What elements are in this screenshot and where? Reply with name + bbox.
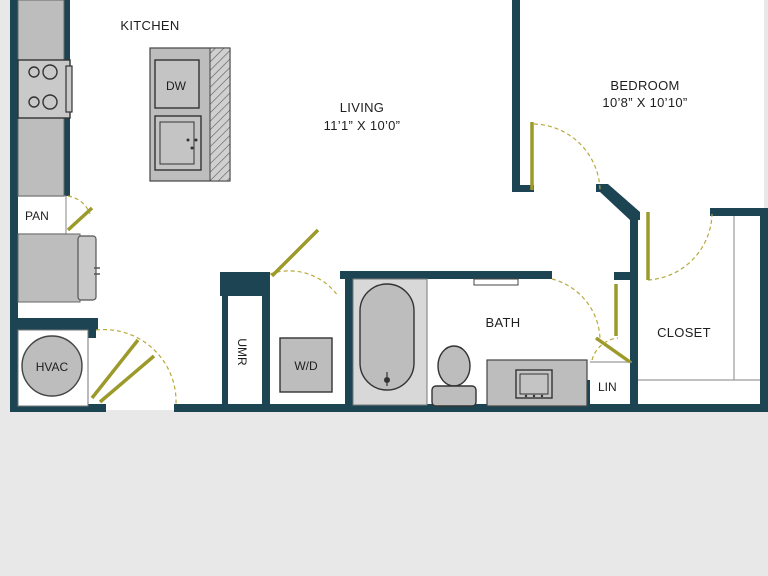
wall-bath-left xyxy=(345,271,353,409)
room-label-bath: BATH xyxy=(486,315,521,330)
wall-closet-top xyxy=(710,208,768,216)
room-label-living: LIVING xyxy=(340,100,384,115)
umr-label: UMR xyxy=(235,338,249,366)
dishwasher-label: DW xyxy=(166,79,187,93)
stove xyxy=(17,59,73,119)
bath-door-swing xyxy=(551,278,601,341)
wall-closet-left xyxy=(630,212,638,408)
pantry-door xyxy=(66,206,94,232)
burner-icon xyxy=(28,96,40,108)
wall-bedroom-left xyxy=(512,0,520,192)
linen-door-swing xyxy=(591,337,619,361)
burner-icon xyxy=(42,64,58,80)
wall-linen-top xyxy=(614,272,634,280)
bedroom-door-swing xyxy=(533,123,601,191)
hvac-door xyxy=(98,354,156,404)
room-dimensions-living: 11’1” X 10’0” xyxy=(324,118,401,133)
hvac-door-swing xyxy=(95,328,177,405)
dishwasher xyxy=(154,59,200,109)
entry-door xyxy=(270,228,320,278)
wall-umr-left xyxy=(222,292,228,408)
hvac-door xyxy=(90,338,140,400)
wall-bedroom-bottom-left xyxy=(512,185,534,192)
kitchen-sink xyxy=(154,115,202,171)
wall-bedroom-corner xyxy=(596,184,640,220)
wall-right-exterior xyxy=(760,208,768,412)
pantry-label: PAN xyxy=(25,209,49,223)
wall-hvac-right xyxy=(86,318,96,338)
room-dimensions-bedroom: 10’8” X 10’10” xyxy=(602,95,687,110)
wall-laundry-left xyxy=(262,272,270,408)
wall-hvac-top xyxy=(14,318,98,330)
pantry-door-swing xyxy=(67,195,91,215)
closet-door-swing xyxy=(647,213,713,281)
linen-label: LIN xyxy=(598,380,617,394)
wall-left-exterior xyxy=(10,0,18,412)
outside-ground xyxy=(0,410,768,576)
room-label-closet: CLOSET xyxy=(657,325,711,340)
toilet xyxy=(431,345,477,407)
burner-icon xyxy=(42,94,58,110)
hvac-label: HVAC xyxy=(36,360,69,374)
wall-bottom-right xyxy=(174,404,764,412)
room-label-bedroom: BEDROOM xyxy=(610,78,679,93)
tub-basin xyxy=(359,283,415,391)
wall-bath-top xyxy=(340,271,552,279)
washer-dryer-label: W/D xyxy=(294,359,318,373)
bath-sink xyxy=(515,369,553,399)
refrigerator xyxy=(77,235,97,301)
burner-icon xyxy=(28,66,40,78)
kitchen-island xyxy=(149,47,231,182)
bath-mirror xyxy=(473,278,519,286)
bath-door xyxy=(594,336,632,364)
washer-dryer xyxy=(279,337,333,393)
hvac-unit xyxy=(21,335,83,397)
wall-linen-left xyxy=(586,380,590,408)
room-label-kitchen: KITCHEN xyxy=(120,18,179,33)
wall-bottom-left xyxy=(10,404,106,412)
